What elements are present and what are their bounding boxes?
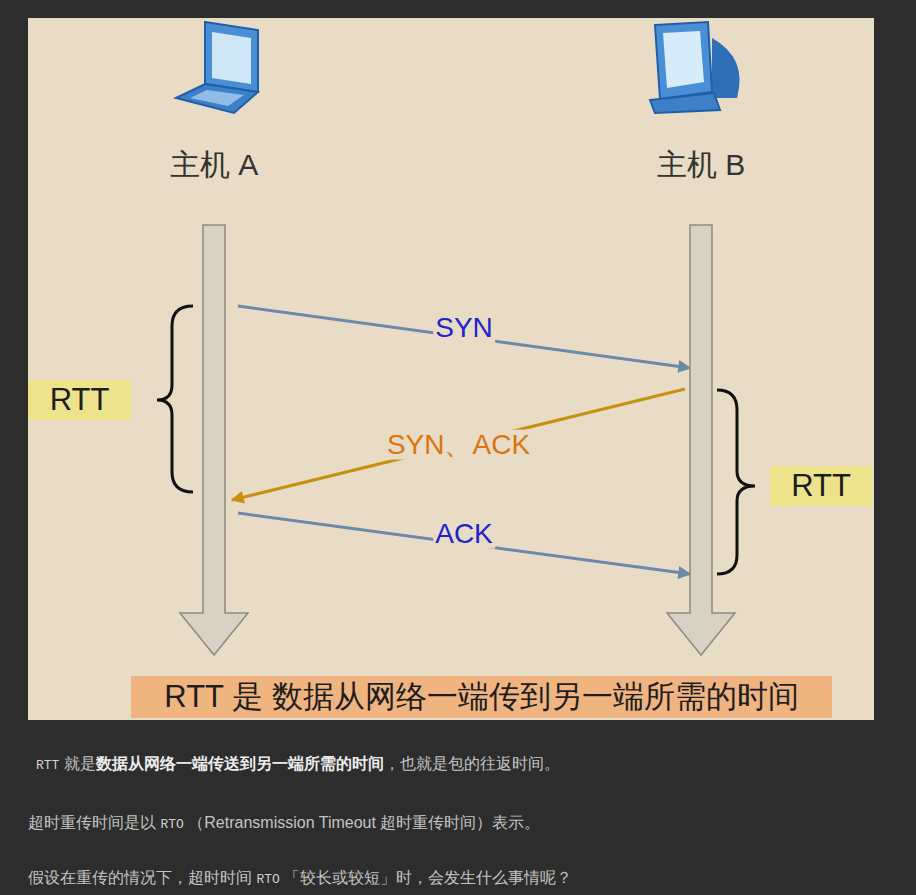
- body-text: ，也就是包的往返时间。: [384, 755, 560, 772]
- body-text: （Retransmission Timeout 超时重传时间）表示。: [184, 814, 541, 831]
- message-label: SYN: [433, 313, 495, 344]
- message-arrow: [238, 513, 690, 574]
- message-label: ACK: [433, 518, 495, 549]
- code-term: RTO: [160, 817, 183, 832]
- rtt-brace: [157, 306, 193, 492]
- host-timeline: 主机 A: [180, 225, 248, 655]
- host-name: 主机 A: [170, 145, 258, 186]
- label-box: RTT: [28, 380, 131, 420]
- diagram-panel: [28, 18, 874, 720]
- box-label: RTT: [50, 382, 110, 418]
- body-text: 就是: [59, 755, 95, 772]
- body-text: 假设在重传的情况下，超时时间: [28, 869, 256, 886]
- rtt-brace: [717, 390, 755, 574]
- timeline-shape: [667, 225, 735, 655]
- host-timeline: 主机 B: [667, 225, 735, 655]
- host-name: 主机 B: [657, 145, 745, 186]
- desktop-icon: [650, 22, 740, 113]
- message-arrow: [238, 306, 690, 368]
- box-label: RTT: [791, 468, 851, 504]
- box-label: RTT 是 数据从网络一端传到另一端所需的时间: [164, 676, 798, 718]
- body-text: 「较长或较短」时，会发生什么事情呢？: [280, 869, 572, 886]
- timeline-shape: [180, 225, 248, 655]
- body-text: 数据从网络一端传送到另一端所需的时间: [96, 755, 384, 772]
- laptop-icon: [176, 22, 258, 113]
- message-arrow: [232, 389, 685, 500]
- text-line: RTT 就是数据从网络一端传送到另一端所需的时间，也就是包的往返时间。: [36, 752, 560, 778]
- label-box: RTT: [770, 466, 872, 506]
- text-line: 超时重传时间是以 RTO （Retransmission Timeout 超时重…: [28, 811, 540, 837]
- code-term: RTT: [36, 758, 59, 773]
- code-term: RTO: [256, 872, 279, 887]
- timeline-arrow: [180, 225, 248, 655]
- body-text: 超时重传时间是以: [28, 814, 160, 831]
- label-box: RTT 是 数据从网络一端传到另一端所需的时间: [131, 676, 832, 718]
- text-line: 假设在重传的情况下，超时时间 RTO 「较长或较短」时，会发生什么事情呢？: [28, 866, 572, 892]
- timeline-arrow: [667, 225, 735, 655]
- message-label: SYN、ACK: [385, 429, 532, 460]
